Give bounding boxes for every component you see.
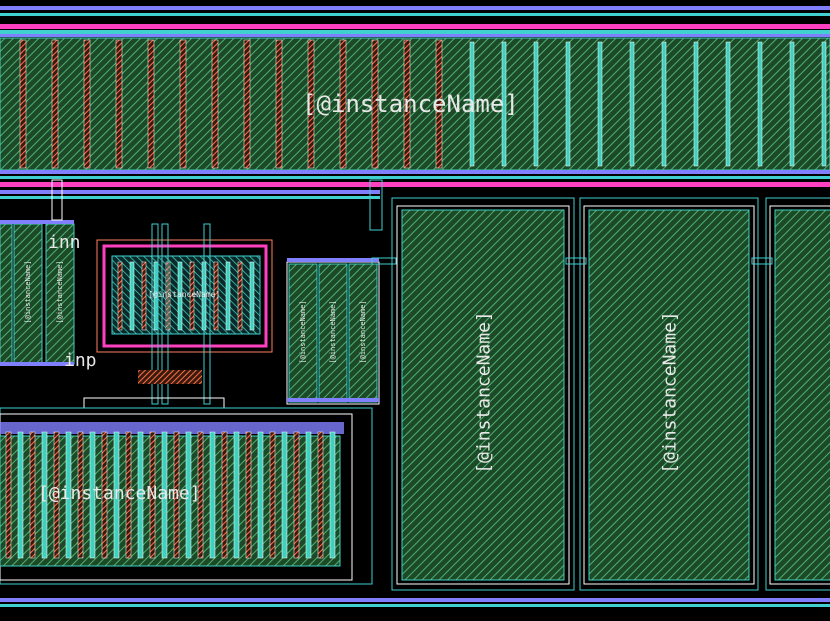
finger xyxy=(237,261,243,331)
finger xyxy=(65,431,72,559)
finger xyxy=(137,431,144,559)
top-transistor-array[interactable] xyxy=(0,37,830,171)
finger xyxy=(533,41,539,167)
finger xyxy=(117,261,123,331)
top-array-bus xyxy=(0,170,830,199)
finger xyxy=(125,431,132,559)
finger xyxy=(29,431,36,559)
finger xyxy=(281,431,288,559)
diff-pair-fingers xyxy=(117,261,255,331)
finger xyxy=(307,39,315,169)
finger xyxy=(789,41,795,167)
finger xyxy=(149,431,156,559)
finger xyxy=(179,39,187,169)
finger xyxy=(257,431,264,559)
finger xyxy=(339,39,347,169)
finger xyxy=(329,431,336,559)
finger xyxy=(305,431,312,559)
capacitor-2[interactable] xyxy=(579,197,759,591)
finger xyxy=(469,41,475,167)
finger xyxy=(269,431,276,559)
left-cell-group[interactable] xyxy=(0,220,75,366)
finger xyxy=(189,261,195,331)
finger xyxy=(293,431,300,559)
finger xyxy=(153,261,159,331)
finger xyxy=(371,39,379,169)
capacitor-1[interactable] xyxy=(391,197,575,591)
finger xyxy=(83,39,91,169)
middle-cell-group[interactable] xyxy=(286,258,380,405)
finger xyxy=(129,261,135,331)
finger xyxy=(41,431,48,559)
finger xyxy=(51,39,59,169)
top-rails xyxy=(0,6,830,37)
finger xyxy=(225,261,231,331)
finger xyxy=(17,431,24,559)
finger xyxy=(101,431,108,559)
finger xyxy=(661,41,667,167)
diff-pair-cell[interactable] xyxy=(96,239,273,353)
finger xyxy=(629,41,635,167)
top-array-fingers xyxy=(19,39,827,169)
bottom-transistor-array[interactable] xyxy=(0,407,373,585)
finger xyxy=(693,41,699,167)
finger xyxy=(197,431,204,559)
capacitor-links xyxy=(371,257,773,265)
finger xyxy=(233,431,240,559)
finger xyxy=(141,261,147,331)
finger xyxy=(177,261,183,331)
finger xyxy=(435,39,443,169)
bottom-array-fingers xyxy=(5,431,336,559)
finger xyxy=(209,431,216,559)
finger xyxy=(501,41,507,167)
finger xyxy=(115,39,123,169)
finger xyxy=(249,261,255,331)
finger xyxy=(821,41,827,167)
finger xyxy=(113,431,120,559)
finger xyxy=(5,431,12,559)
finger xyxy=(243,39,251,169)
finger xyxy=(757,41,763,167)
finger xyxy=(221,431,228,559)
finger xyxy=(245,431,252,559)
finger xyxy=(211,39,219,169)
finger xyxy=(725,41,731,167)
finger xyxy=(161,431,168,559)
finger xyxy=(317,431,324,559)
finger xyxy=(77,431,84,559)
finger xyxy=(173,431,180,559)
finger xyxy=(89,431,96,559)
capacitor-3[interactable] xyxy=(765,197,830,591)
finger xyxy=(565,41,571,167)
finger xyxy=(597,41,603,167)
finger xyxy=(275,39,283,169)
finger xyxy=(147,39,155,169)
finger xyxy=(53,431,60,559)
finger xyxy=(213,261,219,331)
finger xyxy=(19,39,27,169)
bottom-rails xyxy=(0,598,830,607)
finger xyxy=(185,431,192,559)
finger xyxy=(403,39,411,169)
